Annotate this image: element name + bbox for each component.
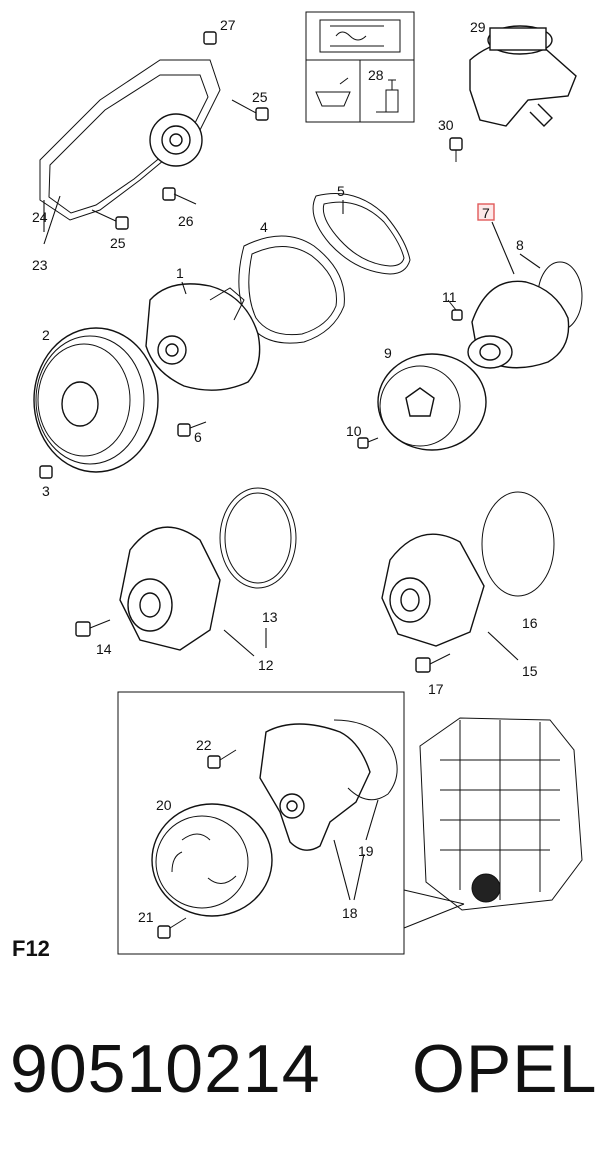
oil-fill-icon [315, 77, 351, 107]
callout-23: 23 [32, 257, 48, 273]
callout-24: 24 [32, 209, 48, 225]
callout-1: 1 [176, 265, 184, 281]
water-pump-12 [119, 526, 221, 651]
callout-12: 12 [258, 657, 274, 673]
gasket-19 [333, 719, 398, 801]
callout-20: 20 [156, 797, 172, 813]
bolt-14 [75, 619, 111, 637]
callout-19: 19 [358, 843, 374, 859]
callout-16: 16 [522, 615, 538, 631]
water-pump-18 [259, 723, 371, 851]
callout-14: 14 [96, 641, 112, 657]
callout-29: 29 [470, 19, 486, 35]
bolt-27 [203, 31, 217, 45]
callout-2: 2 [42, 327, 50, 343]
callout-7: 7 [482, 205, 490, 221]
water-pump-7 [467, 280, 570, 369]
callout-17: 17 [428, 681, 444, 697]
callout-7-highlight [477, 203, 495, 221]
pulley-9 [377, 353, 487, 451]
bolt-30 [449, 137, 463, 162]
gasket-5 [312, 193, 411, 275]
callout-21: 21 [138, 909, 154, 925]
bolt-10 [357, 437, 379, 449]
seal-16 [481, 491, 555, 597]
sealant-icon [376, 79, 399, 113]
pulley-2 [33, 327, 159, 473]
callout-15: 15 [522, 663, 538, 679]
auxiliary-water-pump [469, 25, 577, 127]
reference-icon-box: 28 [305, 11, 415, 123]
engine-overview-sketch [419, 717, 583, 911]
bolt-22 [207, 749, 237, 769]
service-manual-icon [319, 19, 401, 53]
bolt-11 [447, 299, 463, 321]
callout-18: 18 [342, 905, 358, 921]
callout-8: 8 [516, 237, 524, 253]
timing-cover-gasket [39, 59, 221, 221]
callout-25-lower: 25 [110, 235, 126, 251]
callout-30: 30 [438, 117, 454, 133]
callout-10: 10 [346, 423, 362, 439]
part-number: 90510214 [10, 1031, 321, 1107]
bolt-26 [162, 187, 197, 205]
water-pump-15 [381, 533, 485, 647]
pulley-20 [151, 803, 273, 917]
callout-26: 26 [178, 213, 194, 229]
callout-13: 13 [262, 609, 278, 625]
callout-28: 28 [368, 67, 384, 83]
callout-4: 4 [260, 219, 268, 235]
bolt-3 [39, 465, 53, 479]
brand-name: OPEL [412, 1031, 598, 1107]
bolt-21 [157, 917, 187, 939]
callout-22: 22 [196, 737, 212, 753]
callout-3: 3 [42, 483, 50, 499]
bolt-25-lower [91, 209, 129, 230]
callout-5: 5 [337, 183, 345, 199]
bolt-25-upper [231, 99, 269, 121]
water-pump-1 [145, 283, 261, 391]
detail-inset [117, 691, 465, 955]
callout-25-upper: 25 [252, 89, 268, 105]
seal-13 [219, 487, 297, 589]
callout-11: 11 [442, 289, 457, 305]
callout-27: 27 [220, 17, 236, 33]
section-label: F12 [12, 936, 50, 961]
callout-9: 9 [384, 345, 392, 361]
bolt-6 [177, 421, 207, 437]
bolt-17 [415, 653, 451, 673]
callout-6: 6 [194, 429, 202, 445]
